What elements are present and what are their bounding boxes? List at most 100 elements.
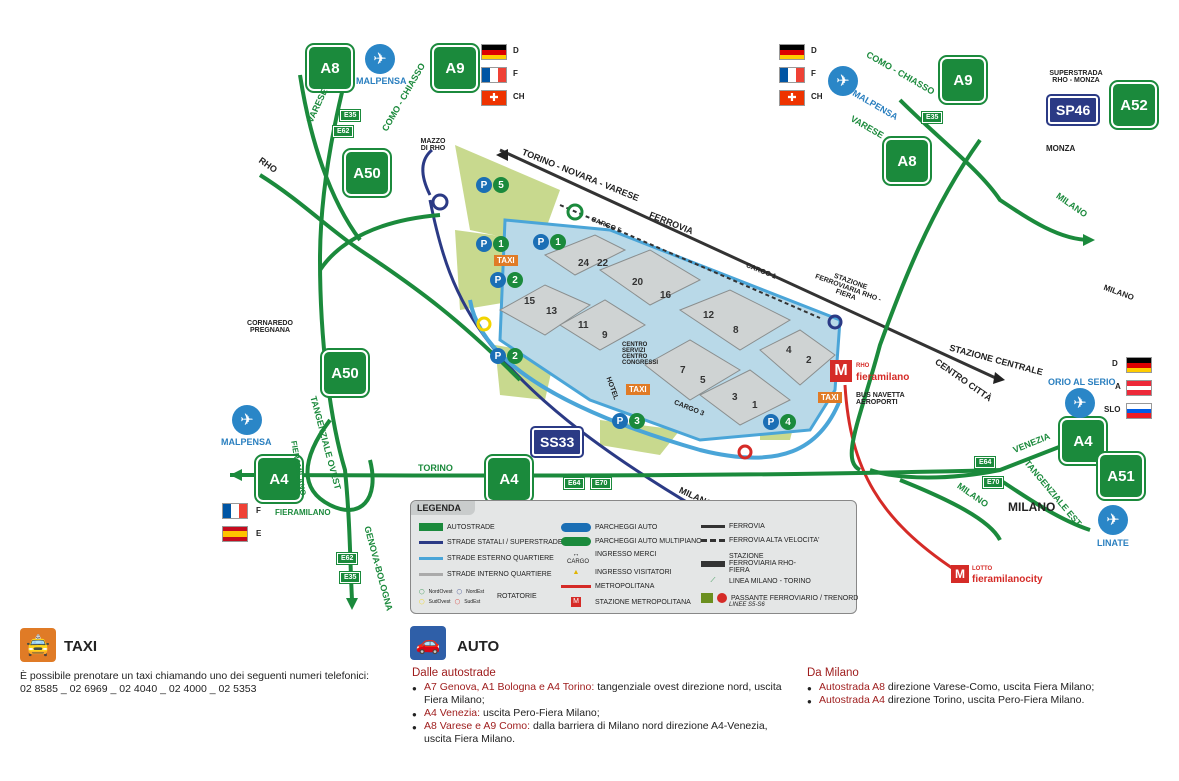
flag-code: CH — [811, 92, 823, 101]
legend-esterno: STRADE ESTERNO QUARTIERE — [419, 555, 554, 562]
a9-shield-right: A9 — [938, 55, 988, 105]
dalle-autostrade-heading: Dalle autostrade — [412, 667, 496, 679]
e35-box: E35 — [338, 109, 362, 122]
flag-code: F — [811, 69, 816, 78]
hall-8: 8 — [733, 325, 739, 336]
legend-label: PASSANTE FERROVIARIO / TRENORD — [731, 594, 859, 602]
airplane-icon: ✈ — [1098, 505, 1128, 535]
legend-label: INGRESSO MERCI — [595, 551, 657, 558]
legend-label: FERROVIA — [729, 523, 765, 530]
roundabout-icon: ◯ — [419, 589, 425, 595]
taxi-icon: 🚖 — [20, 628, 56, 662]
a50-shield-mid: A50 — [320, 348, 370, 398]
route-highlight: A8 Varese e A9 Como: — [424, 720, 531, 732]
flag-germany-icon — [1126, 357, 1152, 373]
legend-label: CARGO — [567, 559, 590, 565]
route-text: direzione Varese-Como, uscita Fiera Mila… — [884, 681, 1095, 693]
a8-shield: A8 — [305, 43, 355, 93]
legend-rotatorie-symbols-2: ◯SudOvest ◯SudEst — [419, 599, 480, 605]
sp46-shield: SP46 — [1045, 94, 1101, 126]
legend-rotatorie: ROTATORIE — [497, 593, 537, 600]
da-milano-heading: Da Milano — [807, 667, 859, 679]
roundabout-nord-est — [827, 314, 843, 330]
legend-cargo: CARGO — [567, 559, 589, 565]
label-rho-small: RHO — [856, 363, 870, 369]
parking-icon: P — [763, 414, 779, 430]
legend-label: STAZIONE FERROVIARIA RHO-FIERA — [729, 553, 796, 574]
hall-4: 4 — [786, 345, 792, 356]
legend-label: STAZIONE METROPOLITANA — [595, 598, 691, 606]
hall-1: 1 — [752, 400, 758, 411]
a8-shield-right: A8 — [882, 136, 932, 186]
hall-3: 3 — [732, 392, 738, 403]
legend-label: STRADE ESTERNO QUARTIERE — [447, 555, 554, 562]
taxi-numbers: 02 8585 _ 02 6969 _ 02 4040 _ 02 4000 _ … — [20, 683, 257, 695]
roundabout-sud-est — [737, 444, 753, 460]
parking-icon: P — [476, 236, 492, 252]
hall-7: 7 — [680, 365, 686, 376]
hall-11: 11 — [578, 320, 589, 331]
flag-france-icon — [222, 503, 248, 519]
e35-box-right: E35 — [920, 111, 944, 124]
e70-box: E70 — [589, 477, 613, 490]
label-bus-navetta: BUS NAVETTA AEROPORTI — [856, 392, 905, 406]
flag-switzerland-icon: ✚ — [481, 90, 507, 106]
legend-title: LEGENDA — [411, 501, 476, 515]
flag-austria-icon — [1126, 380, 1152, 396]
a51-shield: A51 — [1096, 451, 1146, 501]
e62-box-bottom: E62 — [335, 552, 359, 565]
route-highlight: A7 Genova, A1 Bologna e A4 Torino: — [424, 681, 595, 693]
hall-13: 13 — [546, 306, 558, 317]
hall-5: 5 — [700, 375, 706, 386]
high-speed-railway — [559, 204, 821, 319]
roundabout-nord — [566, 203, 584, 221]
label-orio-al-serio: ORIO AL SERIO — [1048, 377, 1116, 387]
legend-autostrade: AUTOSTRADE — [419, 523, 495, 531]
legend-visitatori: ▲INGRESSO VISITATORI — [561, 569, 672, 576]
list-item: A4 Venezia: uscita Pero-Fiera Milano; — [412, 707, 792, 721]
highway-icon — [419, 523, 443, 531]
hall-12: 12 — [703, 310, 715, 321]
label-fieramilanocity: fieramilanocity — [972, 574, 1043, 585]
dalle-autostrade-list: A7 Genova, A1 Bologna e A4 Torino: tange… — [412, 681, 792, 746]
parking-5: 5 — [493, 177, 509, 193]
list-item: A8 Varese e A9 Como: dalla barriera di M… — [412, 720, 792, 746]
metro-station-icon: M — [830, 360, 852, 382]
flag-germany-icon — [481, 44, 507, 60]
roundabout-icon: ◯ — [419, 599, 425, 605]
label-lotto-small: LOTTO — [972, 566, 993, 572]
airplane-icon: ✈ — [1065, 388, 1095, 418]
legend-ferrovia: FERROVIA — [701, 523, 765, 530]
roundabout-icon: ◯ — [454, 599, 461, 605]
external-road — [468, 299, 842, 460]
legend-stazione-ferroviaria: STAZIONE FERROVIARIA RHO-FIERA — [701, 553, 809, 574]
e64-box-right: E64 — [973, 456, 997, 469]
area-map: A8 A9 A50 A50 A4 A4 A9 A8 A52 A4 A51 SP4… — [221, 43, 1159, 614]
label-monza: MONZA — [1046, 144, 1076, 153]
label-linate: LINATE — [1097, 538, 1129, 548]
legend-statali: STRADE STATALI / SUPERSTRADE — [419, 539, 563, 546]
ss33-road-north — [421, 148, 434, 196]
trenitalia-icon: ⟋ — [710, 577, 716, 584]
flag-france-icon — [481, 67, 507, 83]
parking-icon: P — [533, 234, 549, 250]
trenord-icon — [701, 593, 713, 603]
label-mazzo-di-rho: MAZZO DI RHO — [420, 138, 446, 152]
railway-line — [499, 148, 1001, 382]
hall-16: 16 — [660, 290, 672, 301]
route-text: dalla barriera di Milano nord direzione … — [424, 720, 768, 745]
legend-label: PARCHEGGI AUTO MULTIPIANO — [595, 538, 702, 545]
legend-linea-milano-torino: ⟋LINEA MILANO - TORINO — [701, 577, 811, 585]
taxi-tag: TAXI — [494, 255, 518, 266]
roundabout-icon: ◯ — [456, 589, 463, 595]
parking-1b: 1 — [550, 234, 566, 250]
route-highlight: A4 Venezia: — [424, 707, 481, 719]
label-cornaredo: CORNAREDO PREGNANA — [247, 320, 293, 334]
e35-box-bottom: E35 — [338, 571, 362, 584]
metro-station-icon: M — [951, 565, 969, 583]
flag-slovenia-icon — [1126, 403, 1152, 419]
route-text: direzione Torino, uscita Pero-Fiera Mila… — [884, 694, 1085, 706]
parking-icon — [561, 523, 591, 532]
route-text: uscita Pero-Fiera Milano; — [480, 707, 600, 719]
e70-box-right: E70 — [981, 476, 1005, 489]
